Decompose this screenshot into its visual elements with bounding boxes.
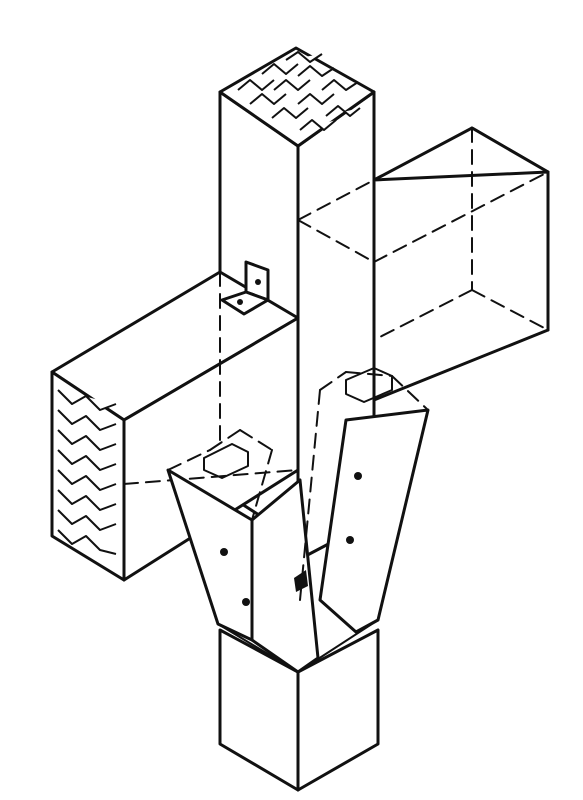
front-beam-end-grain [57, 389, 117, 555]
connector-slot [294, 570, 308, 592]
saddle-connector [166, 367, 430, 674]
upper-post-end-grain [237, 51, 361, 131]
connector-hole-2 [242, 598, 250, 606]
lower-post [218, 628, 380, 792]
lower-post-right-face [296, 628, 380, 792]
rear-beam-hidden-edge [297, 219, 375, 263]
front-beam-hidden-edge [123, 469, 299, 485]
angle-bracket [220, 260, 270, 316]
connector-hole-3 [354, 472, 362, 480]
connector-hole-4 [346, 536, 354, 544]
rear-beam [297, 126, 550, 402]
angle-bracket-horizontal-leg [220, 290, 270, 316]
angle-bracket-hole [255, 279, 261, 285]
rear-beam-front-face [372, 170, 550, 402]
connector-hidden-edge [167, 449, 211, 471]
connector-top-tab [345, 367, 393, 403]
upper-post-top-face [218, 46, 376, 148]
connector-hole-1 [220, 548, 228, 556]
